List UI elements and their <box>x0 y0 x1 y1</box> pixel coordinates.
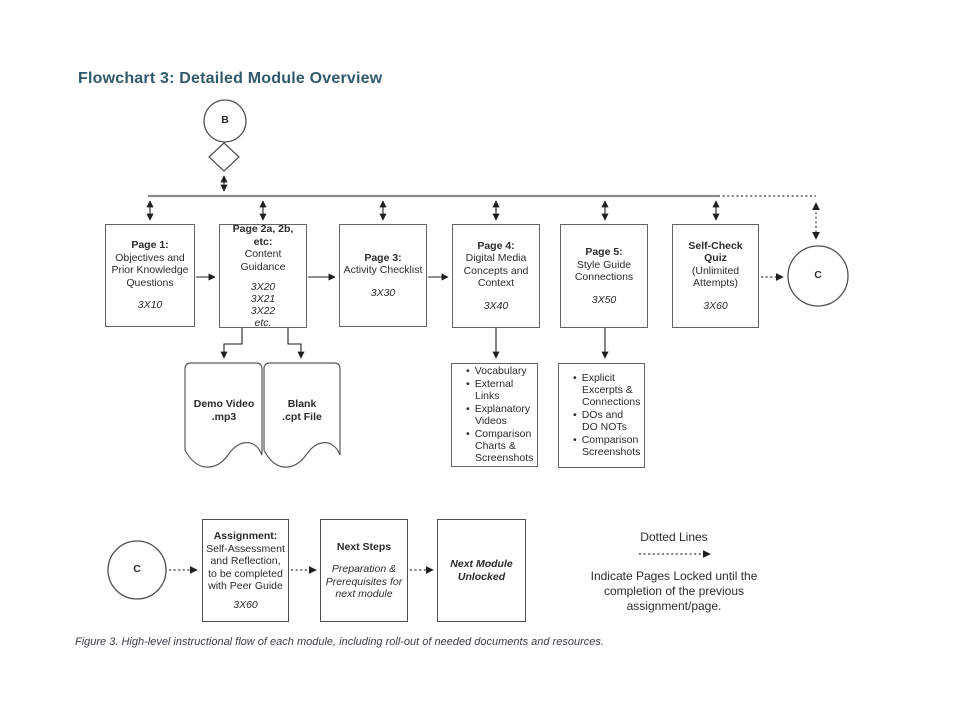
legend-text: Indicate Pages Locked until the completi… <box>590 569 758 613</box>
doc-blank-shape <box>263 362 341 468</box>
doc-demo-line2: .mp3 <box>211 411 237 423</box>
next-module-label: Next Module Unlocked <box>450 558 513 583</box>
quiz-body: (Unlimited Attempts) <box>691 264 740 290</box>
page2-body: Content Guidance <box>240 248 286 273</box>
arrow-page2-demo <box>220 328 243 359</box>
page2-code: 3X21 <box>250 293 276 305</box>
assignment-code: 3X60 <box>233 598 258 611</box>
doc-demo-line1: Demo Video <box>193 398 255 410</box>
page4-body: Digital Media Concepts and Context <box>463 252 529 290</box>
list-item: Vocabulary <box>460 365 533 377</box>
node-assignment: Assignment: Self-Assessment and Reflecti… <box>202 519 289 622</box>
page3-code: 3X30 <box>370 286 396 299</box>
node-page1: Page 1: Objectives and Prior Knowledge Q… <box>105 224 195 327</box>
page-title: Flowchart 3: Detailed Module Overview <box>78 70 383 87</box>
page1-body: Objectives and Prior Knowledge Questions <box>111 251 189 289</box>
list-item: Comparison Screenshots <box>567 434 641 458</box>
next-steps-heading: Next Steps <box>336 540 392 553</box>
list-item: Explanatory Videos <box>460 403 533 427</box>
page5-heading: Page 5: <box>585 246 623 258</box>
node-next-steps: Next Steps Preparation & Prerequisites f… <box>320 519 408 622</box>
node-self-check-quiz: Self-Check Quiz (Unlimited Attempts) 3X6… <box>672 224 759 328</box>
page4-code: 3X40 <box>483 299 509 312</box>
circle-c-bottom-label: C <box>133 563 141 575</box>
page4-resource-list: Vocabulary External Links Explanatory Vi… <box>460 365 534 465</box>
page2-heading: Page 2a, 2b, etc: <box>232 223 294 248</box>
node-doc-demo-video: Demo Video .mp3 <box>186 398 262 424</box>
page2-code: etc. <box>254 317 272 329</box>
list-item: Comparison Charts & Screenshots <box>460 428 534 464</box>
circle-c-right-label: C <box>814 269 822 281</box>
node-list-page5: Explicit Excerpts & Connections DOs and … <box>558 363 645 468</box>
page3-heading: Page 3: <box>364 251 402 264</box>
doc-demo-shape <box>184 362 263 468</box>
circle-b-shape <box>203 99 247 143</box>
node-next-module: Next Module Unlocked <box>437 519 526 622</box>
list-item: External Links <box>460 378 533 402</box>
quiz-code: 3X60 <box>703 299 728 312</box>
list-item: DOs and DO NOTs <box>567 409 640 433</box>
page4-heading: Page 4: <box>477 239 515 252</box>
figure-caption: Figure 3. High-level instructional flow … <box>75 636 604 648</box>
node-list-page4: Vocabulary External Links Explanatory Vi… <box>451 363 538 467</box>
circle-c-right-shape <box>787 245 849 307</box>
legend-heading: Dotted Lines <box>640 530 708 544</box>
node-page4: Page 4: Digital Media Concepts and Conte… <box>452 224 540 328</box>
arrow-page2-blank <box>287 328 305 359</box>
doc-blank-line1: Blank <box>287 398 317 410</box>
assignment-body: Self-Assessment and Reflection, to be co… <box>206 542 285 593</box>
page2-code: 3X20 <box>250 281 276 293</box>
page2-code: 3X22 <box>250 305 276 317</box>
circle-b-label: B <box>221 114 229 126</box>
doc-blank-line2: .cpt File <box>282 411 322 423</box>
page5-code: 3X50 <box>591 293 617 306</box>
assignment-heading: Assignment: <box>213 530 278 542</box>
page5-resource-list: Explicit Excerpts & Connections DOs and … <box>567 372 641 459</box>
page1-heading: Page 1: <box>131 239 169 252</box>
legend-arrow-spacer <box>585 551 763 565</box>
page5-body: Style Guide Connections <box>574 258 634 284</box>
page3-body: Activity Checklist <box>343 264 423 277</box>
start-diamond <box>208 142 240 172</box>
list-item: Explicit Excerpts & Connections <box>567 372 641 408</box>
legend: Dotted Lines Indicate Pages Locked until… <box>585 530 763 614</box>
quiz-heading: Self-Check Quiz <box>688 239 743 265</box>
next-steps-body: Preparation & Prerequisites for next mod… <box>325 563 403 600</box>
node-page3: Page 3: Activity Checklist 3X30 <box>339 224 427 327</box>
circle-c-bottom-shape <box>107 540 167 600</box>
page1-code: 3X10 <box>137 299 163 312</box>
node-doc-blank-file: Blank .cpt File <box>264 398 340 424</box>
node-page2: Page 2a, 2b, etc: Content Guidance 3X20 … <box>219 223 307 329</box>
page2-codes: 3X20 3X21 3X22 etc. <box>251 281 276 329</box>
node-page5: Page 5: Style Guide Connections 3X50 <box>560 224 648 328</box>
